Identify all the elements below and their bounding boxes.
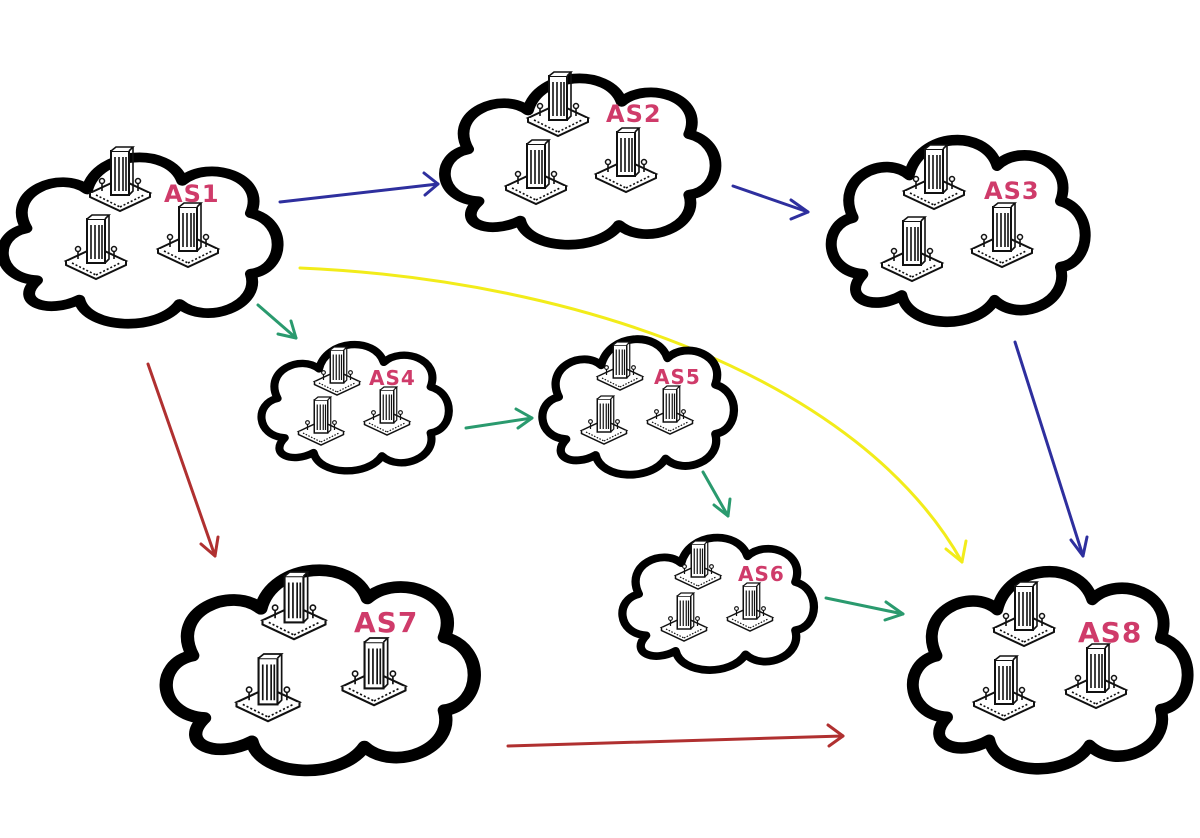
arrowhead-as8-yellow xyxy=(944,539,968,564)
as-label: AS7 xyxy=(354,606,418,639)
as-label: AS3 xyxy=(984,177,1040,205)
cloud-as1: AS1 xyxy=(0,146,284,329)
as-label: AS5 xyxy=(654,365,701,389)
cloud-shape xyxy=(825,134,1091,328)
arrowhead-as8-blue xyxy=(1069,535,1089,558)
edge-as7-as8-red xyxy=(506,734,845,748)
arrowhead-as5-green xyxy=(514,407,534,430)
cloud-as5: AS5 xyxy=(538,335,739,479)
arrowheads-layer xyxy=(199,171,1089,748)
cloud-as3: AS3 xyxy=(825,134,1091,328)
cloud-as2: AS2 xyxy=(439,71,722,250)
cloud-shape xyxy=(439,73,722,250)
arrowhead-as3-blue xyxy=(789,198,810,221)
edge-as2-as3-blue xyxy=(731,184,810,214)
arrowhead-as4-green xyxy=(276,319,298,340)
cloud-as7: AS7 xyxy=(159,564,481,777)
edge-as5-as6-green xyxy=(701,470,730,518)
as-label: AS8 xyxy=(1078,616,1142,649)
arrowhead-as8-red xyxy=(826,723,845,748)
edge-as1-as2-blue xyxy=(278,182,440,204)
as-label: AS4 xyxy=(369,366,416,390)
arrowhead-as7-red xyxy=(199,535,220,558)
cloud-shape xyxy=(538,335,739,479)
cloud-shape xyxy=(618,533,819,674)
arrowhead-as8-green xyxy=(883,600,905,622)
as-label: AS2 xyxy=(606,100,662,128)
cloud-shape xyxy=(257,340,453,475)
cloud-as6: AS6 xyxy=(618,533,819,674)
arrowhead-as2-blue xyxy=(422,171,440,197)
edge-as3-as8-blue xyxy=(1013,340,1085,558)
cloud-shape xyxy=(0,152,284,329)
cloud-as4: AS4 xyxy=(257,340,453,475)
cloud-shape xyxy=(159,564,481,777)
edge-as1-as7-red xyxy=(146,362,217,558)
as-label: AS1 xyxy=(164,180,220,208)
cloud-as8: AS8 xyxy=(907,565,1194,775)
edge-as1-as4-green xyxy=(256,303,298,340)
as-label: AS6 xyxy=(738,562,785,586)
edge-as6-as8-green xyxy=(824,596,905,616)
edge-as4-as5-green xyxy=(464,416,534,430)
arrowhead-as6-green xyxy=(712,497,732,518)
cloud-shape xyxy=(907,565,1194,775)
